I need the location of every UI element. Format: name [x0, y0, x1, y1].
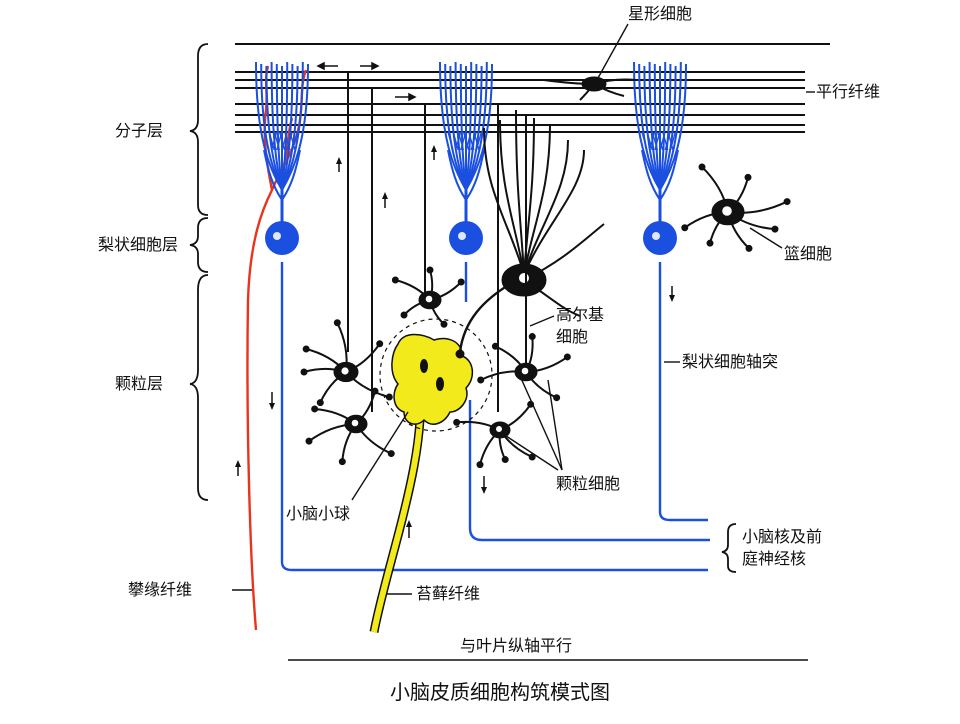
basket-cell	[681, 163, 791, 252]
basket-cell-label: 篮细胞	[784, 244, 833, 263]
stellate-cell	[543, 76, 637, 101]
granular-layer-label: 颗粒层	[115, 374, 164, 393]
leader-lines	[232, 23, 815, 661]
purkinje-dendrite-tree	[633, 61, 687, 222]
golgi-cell-label-line1: 高尔基	[556, 305, 605, 324]
granule-cell	[391, 266, 465, 328]
folium-axis-label: 与叶片纵轴平行	[460, 636, 573, 655]
purkinje-dendrites	[255, 61, 687, 222]
purkinje-cell-bodies	[265, 221, 677, 255]
granule-cell	[300, 319, 393, 407]
mossy-fiber-label: 苔藓纤维	[416, 584, 481, 603]
parallel-fiber-label: 平行纤维	[816, 82, 881, 101]
glomerulus-rosette	[391, 333, 474, 425]
purkinje-dendrite-tree	[255, 61, 309, 222]
parallel-fiber-arrows	[316, 61, 417, 102]
purkinje-layer-label: 梨状细胞层	[98, 235, 179, 254]
figure-caption: 小脑皮质细胞构筑模式图	[390, 680, 610, 704]
purkinje-dendrite-tree	[439, 61, 493, 222]
granule-ascending-axons	[347, 72, 527, 412]
parallel-fibers	[235, 43, 830, 133]
granule-cell	[305, 387, 395, 466]
granule-cell-label: 颗粒细胞	[556, 474, 621, 493]
glomerulus-label: 小脑小球	[286, 504, 351, 523]
molecular-layer-label: 分子层	[115, 121, 164, 140]
climbing-fiber	[246, 65, 308, 631]
cerebellar-nuclei-label-line1: 小脑核及前	[742, 527, 823, 546]
purkinje-axon-label: 梨状细胞轴突	[682, 352, 779, 371]
purkinje-axons	[280, 262, 710, 572]
climbing-fiber-label: 攀缘纤维	[128, 580, 193, 599]
mossy-fiber	[369, 333, 474, 633]
golgi-cell-label-line2: 细胞	[556, 327, 589, 346]
stellate-cell-label: 星形细胞	[628, 4, 693, 23]
black-neurons	[300, 76, 791, 469]
flow-arrows	[235, 145, 675, 538]
granule-cell	[453, 400, 536, 469]
cerebellar-nuclei-label-line2: 庭神经核	[742, 549, 807, 568]
layer-braces	[189, 43, 737, 573]
